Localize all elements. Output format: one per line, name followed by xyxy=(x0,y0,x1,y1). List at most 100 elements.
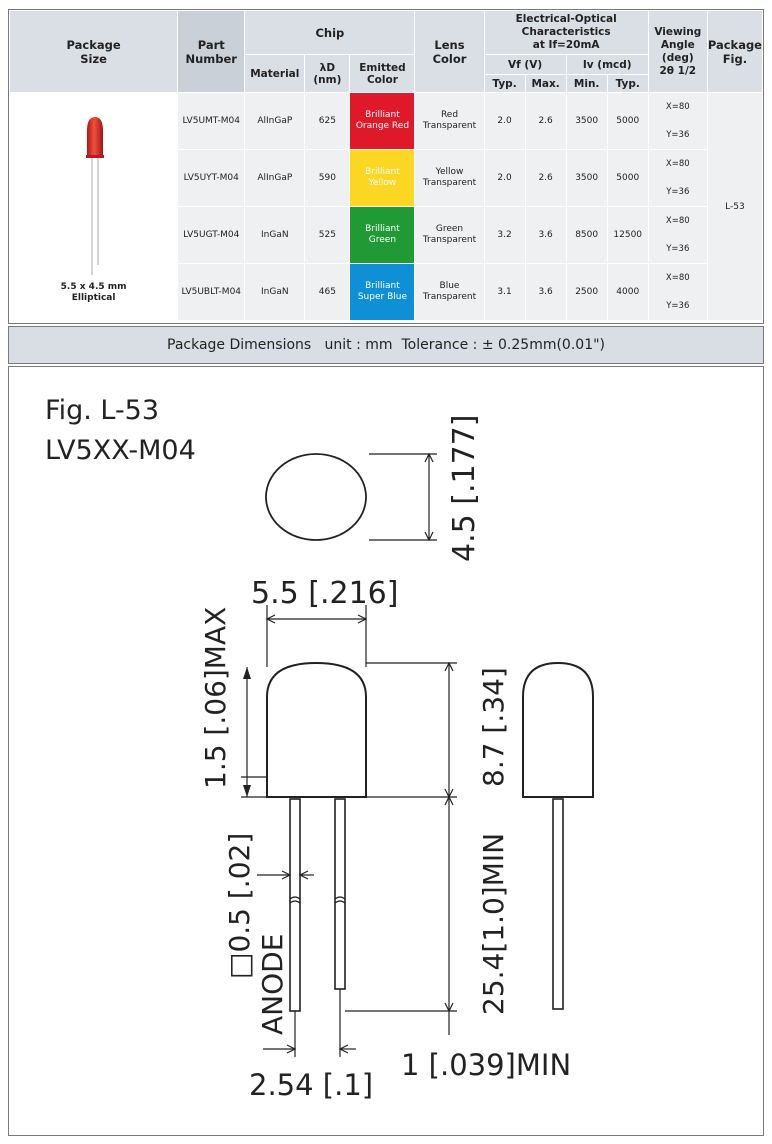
lens-color: Green Transparent xyxy=(415,207,484,263)
side-view-lead xyxy=(552,798,564,1010)
iv-min: 2500 xyxy=(566,264,607,320)
header-package-fig: Package Fig. xyxy=(707,11,762,92)
lambda: 590 xyxy=(305,150,350,206)
iv-typ: 5000 xyxy=(607,93,648,149)
package-size-cell: 5.5 x 4.5 mm Elliptical xyxy=(10,93,178,320)
iv-typ: 4000 xyxy=(607,264,648,320)
figure-model: LV5XX-M04 xyxy=(45,435,196,466)
led-thumbnail-image xyxy=(86,116,104,275)
emitted-color-swatch: Brilliant Orange Red xyxy=(350,93,415,149)
dimensions-bar: Package Dimensions unit : mm Tolerance :… xyxy=(8,326,764,364)
header-emitted-color: Emitted Color xyxy=(350,55,415,92)
material: InGaN xyxy=(245,207,305,263)
dim-pitch: 2.54 [.1] xyxy=(249,1068,373,1102)
lens-color: Yellow Transparent xyxy=(415,150,484,206)
iv-min: 3500 xyxy=(566,93,607,149)
dim-body-height: 8.7 [.34] xyxy=(477,667,510,787)
iv-typ: 12500 xyxy=(607,207,648,263)
dim-top-height: 4.5 [.177] xyxy=(447,415,482,562)
lens-color-text: Green Transparent xyxy=(422,224,477,245)
viewing-angle-x: X=80 xyxy=(665,216,690,226)
header-iv-typ: Typ. xyxy=(607,75,648,92)
header-package-size-text: Package Size xyxy=(66,37,121,66)
emitted-color-text: Brilliant Yellow xyxy=(365,167,400,188)
iv-min: 3500 xyxy=(566,150,607,206)
package-drawing: Fig. L-53 LV5XX-M04 4.5 [.177] 5.5 [.216… xyxy=(45,395,594,1102)
viewing-angle-x: X=80 xyxy=(665,102,690,112)
emitted-color-swatch: Brilliant Green xyxy=(350,207,415,263)
vf-max: 3.6 xyxy=(525,207,566,263)
dim-lead-length: 25.4[1.0]MIN xyxy=(477,833,510,1015)
lens-color: Blue Transparent xyxy=(415,264,484,320)
emitted-color-text: Brilliant Super Blue xyxy=(357,281,407,302)
cathode-lead xyxy=(334,798,346,990)
viewing-angle-x: X=80 xyxy=(665,159,690,169)
lens-color-text: Yellow Transparent xyxy=(422,167,477,188)
spec-table: Package Size Part Number Chip Lens Color… xyxy=(9,10,763,321)
header-iv-min: Min. xyxy=(566,75,607,92)
viewing-angle-y: Y=36 xyxy=(666,187,690,197)
dimensions-text: Package Dimensions unit : mm Tolerance :… xyxy=(167,337,605,353)
dim-width: 5.5 [.216] xyxy=(251,576,398,611)
header-vf-max: Max. xyxy=(525,75,566,92)
iv-typ: 5000 xyxy=(607,150,648,206)
viewing-angle-y: Y=36 xyxy=(666,130,690,140)
table-row: LV5UBLT-M04 InGaN 465 Brilliant Super Bl… xyxy=(10,264,762,320)
header-viewing-angle: Viewing Angle (deg) 2θ 1/2 xyxy=(648,11,707,92)
anode-lead xyxy=(289,798,301,1012)
vf-typ: 2.0 xyxy=(484,93,525,149)
part-number: LV5UBLT-M04 xyxy=(178,264,245,320)
package-size-text: 5.5 x 4.5 mm Elliptical xyxy=(60,282,127,303)
viewing-angle-x: X=80 xyxy=(665,273,690,283)
top-view-ellipse xyxy=(265,453,367,541)
vf-typ: 2.0 xyxy=(484,150,525,206)
iv-min: 8500 xyxy=(566,207,607,263)
anode-label: ANODE xyxy=(256,934,289,1035)
spec-table-frame: Package Size Part Number Chip Lens Color… xyxy=(8,9,764,324)
vf-max: 2.6 xyxy=(525,93,566,149)
header-lambda-text: λD (nm) xyxy=(313,61,342,86)
header-part-number: Part Number xyxy=(178,11,245,92)
dim-flange: 1.5 [.06]MAX xyxy=(199,607,232,789)
part-number: LV5UMT-M04 xyxy=(178,93,245,149)
part-number: LV5UYT-M04 xyxy=(178,150,245,206)
table-row: LV5UYT-M04 AlInGaP 590 Brilliant Yellow … xyxy=(10,150,762,206)
table-row: LV5UGT-M04 InGaN 525 Brilliant Green Gre… xyxy=(10,207,762,263)
header-lambda: λD (nm) xyxy=(305,55,350,92)
emitted-color-text: Brilliant Green xyxy=(365,224,400,245)
header-emitted-color-text: Emitted Color xyxy=(359,61,406,86)
vf-typ: 3.2 xyxy=(484,207,525,263)
header-electrical-optical-text: Electrical-Optical Characteristics at If… xyxy=(515,13,617,51)
header-package-size: Package Size xyxy=(10,11,178,92)
material: AlInGaP xyxy=(245,93,305,149)
table-row: 5.5 x 4.5 mm Elliptical LV5UMT-M04 AlInG… xyxy=(10,93,762,320)
dim-lead-square: □0.5 [.02] xyxy=(223,833,256,979)
lambda: 525 xyxy=(305,207,350,263)
figure-title: Fig. L-53 xyxy=(45,395,159,426)
viewing-angle-y: Y=36 xyxy=(666,301,690,311)
emitted-color-swatch: Brilliant Yellow xyxy=(350,150,415,206)
header-chip: Chip xyxy=(245,11,415,54)
vf-typ: 3.1 xyxy=(484,264,525,320)
led-body-outline xyxy=(266,661,367,798)
lambda: 625 xyxy=(305,93,350,149)
lambda: 465 xyxy=(305,264,350,320)
header-package-fig-text: Package Fig. xyxy=(707,37,762,66)
emitted-color-swatch: Brilliant Super Blue xyxy=(350,264,415,320)
header-vf-typ: Typ. xyxy=(484,75,525,92)
header-vf: Vf (V) xyxy=(484,55,566,74)
header-electrical-optical: Electrical-Optical Characteristics at If… xyxy=(484,11,648,54)
viewing-angle-y: Y=36 xyxy=(666,244,690,254)
header-lens-color: Lens Color xyxy=(415,11,484,92)
dim-standoff: 1 [.039]MIN xyxy=(401,1048,571,1082)
package-fig-cell: L-53 xyxy=(707,93,762,320)
lens-color-text: Blue Transparent xyxy=(422,281,477,302)
header-part-number-text: Part Number xyxy=(185,37,237,66)
part-number: LV5UGT-M04 xyxy=(178,207,245,263)
header-material: Material xyxy=(245,55,305,92)
header-lens-color-text: Lens Color xyxy=(432,37,467,66)
